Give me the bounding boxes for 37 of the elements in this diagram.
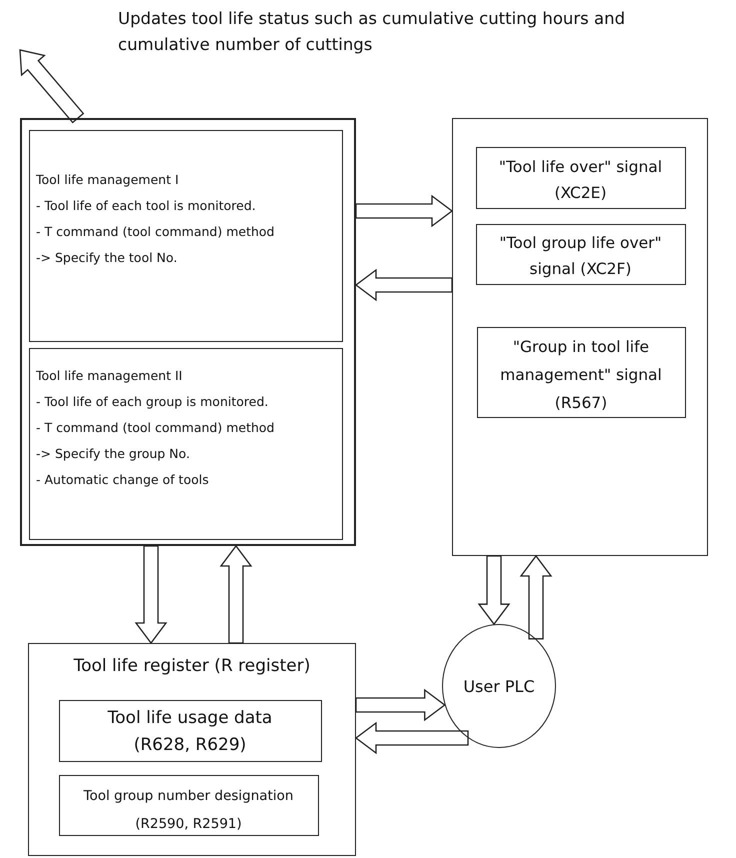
- block-arrow: [478, 555, 510, 626]
- node-text: Tool life usage data (R628, R629): [106, 706, 274, 756]
- node-text: "Tool life over" signal (XC2E): [498, 156, 664, 204]
- block-arrow: [354, 268, 453, 302]
- function-panel: [29, 130, 343, 342]
- signal-box: [476, 224, 686, 284]
- node-text: - T command (tool command) method: [36, 223, 276, 241]
- register-box: [58, 774, 318, 836]
- block-arrow: [220, 544, 252, 644]
- node-text: "Tool group life over" signal (XC2F): [498, 232, 663, 280]
- node-text: -> Specify the tool No.: [36, 249, 178, 267]
- outer-frame: [20, 118, 356, 546]
- node-text: - Tool life of each group is monitored.: [36, 393, 270, 411]
- block-arrow: [520, 554, 552, 640]
- plc-ellipse: [442, 624, 556, 748]
- node-text: User PLC: [463, 676, 535, 696]
- node-text: - Automatic change of tools: [36, 471, 210, 489]
- node-text: Tool life management II: [36, 367, 184, 385]
- signal-panel: [452, 118, 708, 556]
- panel-heading: Tool life register (R register): [72, 655, 312, 678]
- block-arrow: [19, 49, 84, 124]
- node-text: - Tool life of each tool is monitored.: [36, 197, 257, 215]
- register-box: [58, 700, 322, 762]
- node-text: Tool life management I: [36, 171, 180, 189]
- function-panel: [29, 348, 343, 540]
- register-panel: [28, 643, 356, 856]
- annotation-text: Updates tool life status such as cumulative cutting hours and cumulative number of cuttings: [118, 8, 626, 56]
- signal-box: [476, 146, 686, 208]
- block-arrow: [355, 688, 446, 722]
- node-text: - T command (tool command) method: [36, 419, 276, 437]
- block-arrow: [354, 722, 469, 754]
- block-arrow: [134, 545, 168, 644]
- node-text: -> Specify the group No.: [36, 445, 191, 463]
- node-text: Tool group number designation (R2590, R2591): [82, 786, 294, 834]
- signal-box: [476, 326, 686, 418]
- node-text: "Group in tool life management" signal (R567): [499, 336, 663, 414]
- block-arrow: [355, 194, 454, 228]
